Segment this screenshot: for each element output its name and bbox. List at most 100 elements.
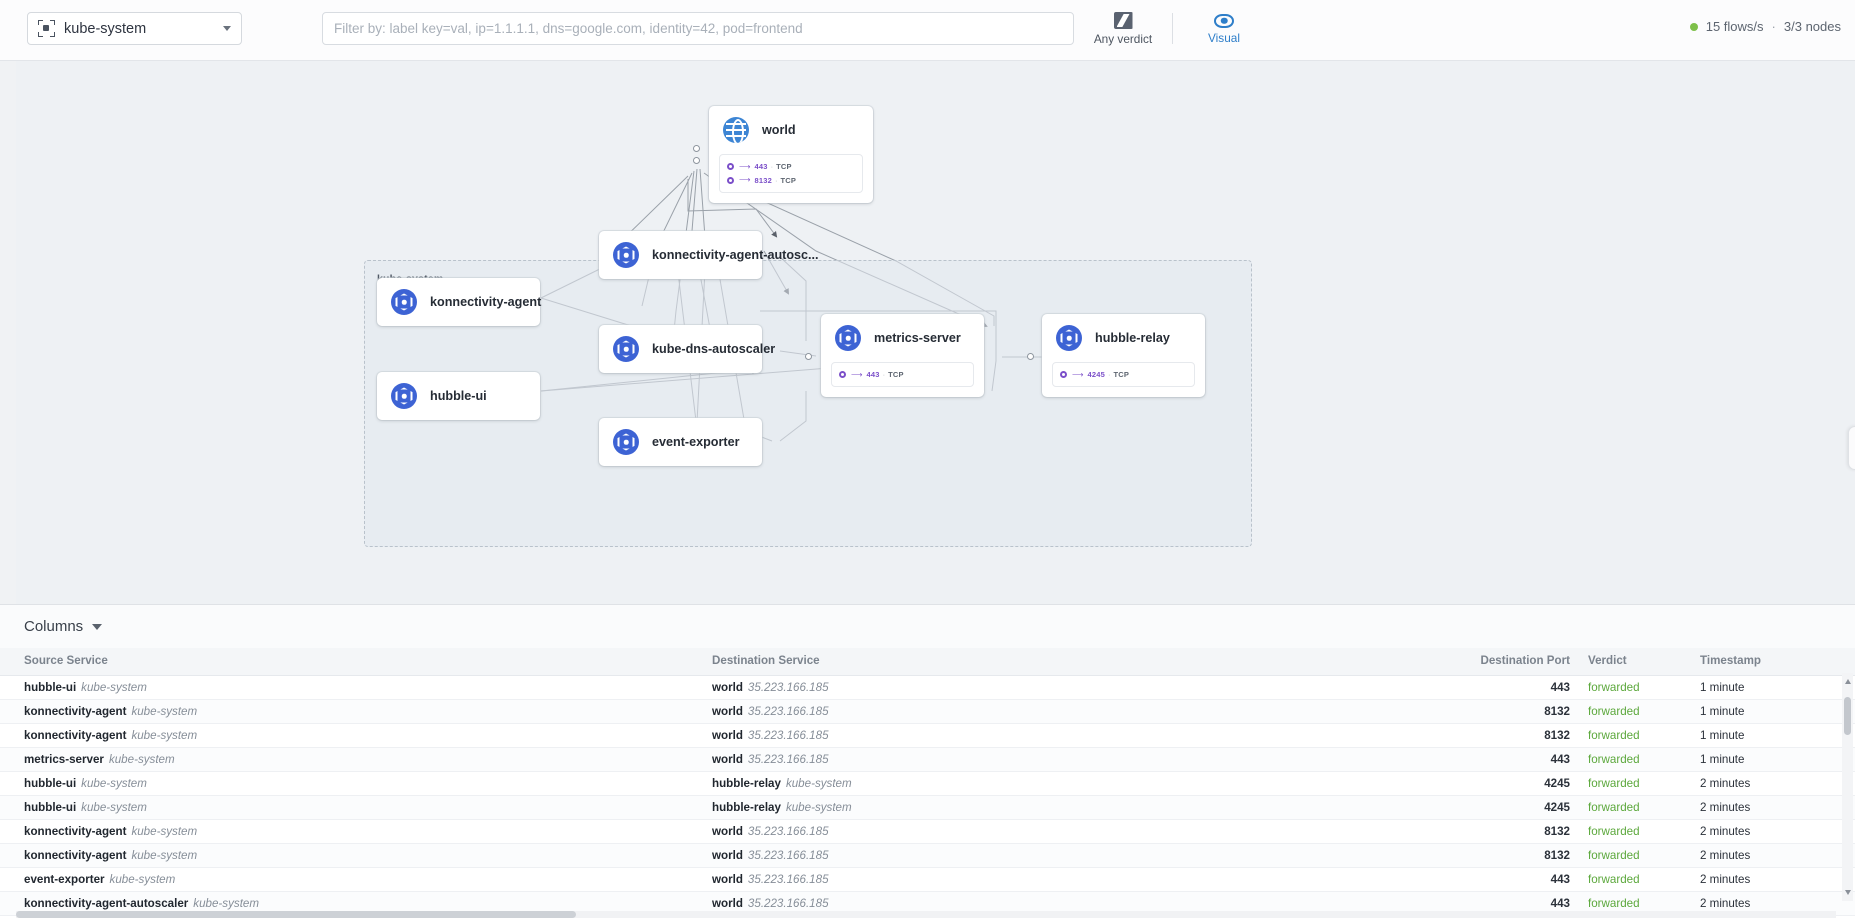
edge-endpoint-dot <box>693 145 700 152</box>
graph-node-konnectivity-agent-autoscaler[interactable]: konnectivity-agent-autosc... <box>599 231 819 279</box>
panel-collapse-handle[interactable] <box>1848 426 1855 470</box>
cell-verdict: forwarded <box>1580 771 1690 796</box>
port-dot-icon <box>727 163 734 170</box>
destination-service-name: world <box>712 897 743 910</box>
scroll-up-icon[interactable] <box>1844 679 1851 684</box>
source-service-name: konnectivity-agent-autoscaler <box>24 897 189 910</box>
filter-input[interactable] <box>322 12 1074 45</box>
kubernetes-icon <box>835 325 861 351</box>
arrow-right-icon: ⟶ <box>739 161 751 171</box>
node-label: world <box>762 123 796 137</box>
node-ports: ⟶ 443 · TCP <box>831 362 974 387</box>
scrollbar-thumb[interactable] <box>16 911 576 918</box>
cell-verdict: forwarded <box>1580 795 1690 820</box>
cell-destination-port: 4245 <box>1430 795 1580 820</box>
source-namespace: kube-system <box>109 873 176 886</box>
graph-node-event-exporter[interactable]: event-exporter <box>599 418 762 466</box>
graph-node-metrics-server[interactable]: metrics-server ⟶ 443 · TCP <box>821 314 984 397</box>
column-header-timestamp[interactable]: Timestamp <box>1690 648 1855 676</box>
columns-button[interactable]: Columns <box>24 618 103 635</box>
graph-node-hubble-relay[interactable]: hubble-relay ⟶ 4245 · TCP <box>1042 314 1205 397</box>
source-service-name: konnectivity-agent <box>24 849 127 862</box>
node-header: hubble-ui <box>377 372 540 420</box>
cell-verdict: forwarded <box>1580 867 1690 892</box>
destination-namespace: kube-system <box>785 801 852 814</box>
cell-source-service: event-exporter kube-system <box>0 867 712 892</box>
column-header-verdict[interactable]: Verdict <box>1580 648 1690 676</box>
arrow-right-icon: ⟶ <box>739 175 751 184</box>
scroll-down-icon[interactable] <box>1844 890 1851 895</box>
cell-destination-port: 443 <box>1430 867 1580 892</box>
cell-timestamp: 1 minute <box>1690 747 1855 772</box>
port-protocol: TCP <box>776 162 792 171</box>
source-service-name: event-exporter <box>24 873 105 886</box>
edge-endpoint-dot <box>805 353 812 360</box>
node-ports: ⟶ 4245 · TCP <box>1052 362 1195 387</box>
graph-node-kube-dns-autoscaler[interactable]: kube-dns-autoscaler <box>599 325 775 373</box>
table-vertical-scrollbar[interactable] <box>1842 673 1853 901</box>
source-service-name: metrics-server <box>24 753 104 766</box>
source-service-name: hubble-ui <box>24 681 77 694</box>
port-dot-icon <box>1060 371 1067 378</box>
source-service-name: konnectivity-agent <box>24 825 127 838</box>
graph-node-world[interactable]: world ⟶ 443 · TCP ⟶ 8132 · TCP <box>709 106 873 203</box>
cell-timestamp: 1 minute <box>1690 723 1855 748</box>
column-header-port[interactable]: Destination Port <box>1430 648 1580 676</box>
destination-namespace: 35.223.166.185 <box>747 705 829 718</box>
graph-node-konnectivity-agent[interactable]: konnectivity-agent <box>377 278 541 326</box>
kubernetes-icon <box>391 289 417 315</box>
flows-table-head: Source Service Destination Service Desti… <box>0 648 1855 676</box>
source-namespace: kube-system <box>81 801 147 814</box>
column-header-source[interactable]: Source Service <box>0 648 712 676</box>
port-dot-icon <box>727 176 734 184</box>
namespace-selector[interactable]: kube-system <box>27 12 242 45</box>
port-number: 443 <box>866 370 880 379</box>
status-badge: forwarded <box>1588 753 1640 766</box>
column-header-destination[interactable]: Destination Service <box>712 648 1430 676</box>
cell-verdict: forwarded <box>1580 723 1690 748</box>
edge-endpoint-dot <box>693 157 700 164</box>
table-horizontal-scrollbar[interactable] <box>16 911 1836 918</box>
destination-service-name: world <box>712 873 743 886</box>
verdict-filter-button[interactable]: Any verdict <box>1075 6 1171 52</box>
status-badge: forwarded <box>1588 681 1640 694</box>
destination-namespace: 35.223.166.185 <box>747 825 829 838</box>
port-protocol: TCP <box>888 370 904 379</box>
toolbar-divider <box>1172 13 1173 44</box>
node-header: konnectivity-agent-autosc... <box>599 231 819 279</box>
status-badge: forwarded <box>1588 777 1640 790</box>
flows-table-scroll[interactable]: Source Service Destination Service Desti… <box>0 648 1855 918</box>
nodes-count: 3/3 nodes <box>1783 19 1841 34</box>
cell-verdict: forwarded <box>1580 699 1690 724</box>
node-label: hubble-relay <box>1095 331 1170 345</box>
scrollbar-track <box>1842 673 1853 901</box>
destination-namespace: 35.223.166.185 <box>747 729 829 742</box>
status-badge: forwarded <box>1588 873 1640 886</box>
graph-node-hubble-ui[interactable]: hubble-ui <box>377 372 540 420</box>
source-namespace: kube-system <box>81 777 147 790</box>
cell-timestamp: 2 minutes <box>1690 795 1855 820</box>
port-protocol: TCP <box>780 175 797 185</box>
cell-verdict: forwarded <box>1580 819 1690 844</box>
namespace-label: kube-system <box>64 20 147 37</box>
service-map-canvas[interactable]: kube-system world ⟶ 443 · TCP ⟶ 8132 · T… <box>16 61 1855 604</box>
source-namespace: kube-system <box>131 705 198 718</box>
scrollbar-thumb[interactable] <box>1844 697 1851 735</box>
eye-icon <box>1214 13 1234 28</box>
visual-mode-button[interactable]: Visual <box>1176 6 1272 52</box>
cell-timestamp: 2 minutes <box>1690 867 1855 892</box>
flows-table: Source Service Destination Service Desti… <box>0 648 1855 918</box>
node-header: kube-dns-autoscaler <box>599 325 775 373</box>
